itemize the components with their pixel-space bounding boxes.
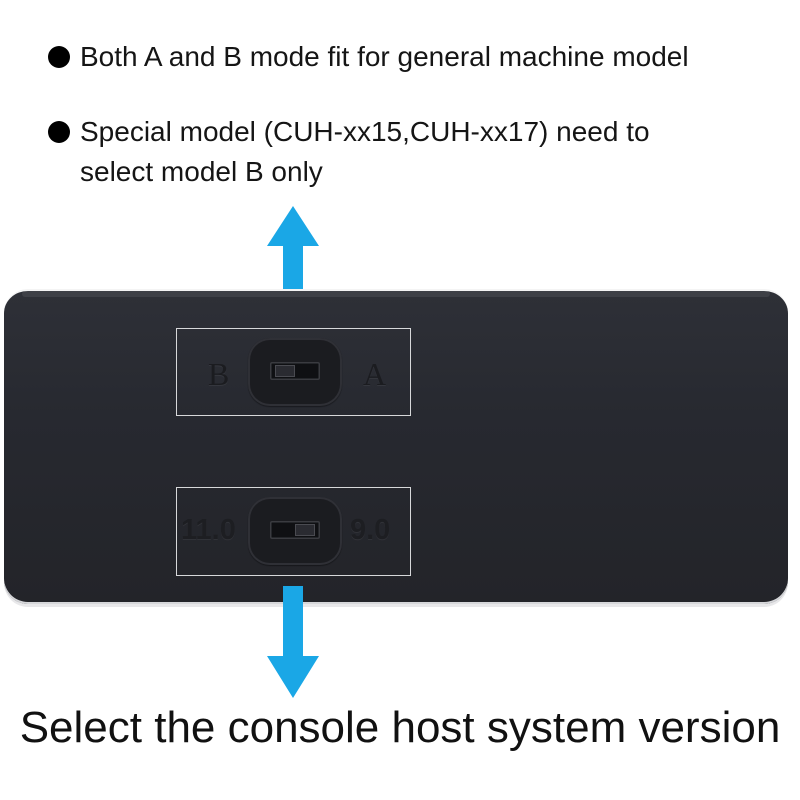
mode-switch-outline: [176, 328, 411, 416]
version-switch-slot: [270, 521, 320, 539]
arrow-up-icon: [267, 206, 319, 316]
caption-select-system-version: Select the console host system version: [19, 703, 781, 752]
version-switch[interactable]: [248, 497, 342, 565]
mode-switch-knob[interactable]: [275, 365, 295, 377]
mode-switch[interactable]: [248, 338, 342, 406]
bullet-dot-icon: [48, 46, 70, 68]
mode-switch-label-a: A: [363, 356, 387, 392]
version-switch-label-9: 9.0: [350, 514, 391, 546]
switch-device-body: [4, 289, 788, 604]
bullet-dot-icon: [48, 121, 70, 143]
version-switch-label-11: 11.0: [181, 514, 236, 546]
version-switch-outline: [176, 487, 411, 576]
mode-switch-label-b: B: [208, 356, 230, 392]
mode-switch-slot: [270, 362, 320, 380]
note-special-models-line1: Special model (CUH-xx15,CUH-xx17) need t…: [80, 116, 650, 147]
arrow-down-icon: [267, 586, 319, 698]
note-general-models-text: Both A and B mode fit for general machin…: [80, 41, 689, 72]
note-special-models-line2: select model B only: [80, 156, 323, 187]
device-sheen: [22, 291, 770, 297]
note-general-models: Both A and B mode fit for general machin…: [48, 37, 689, 77]
version-switch-knob[interactable]: [295, 524, 315, 536]
note-special-models: Special model (CUH-xx15,CUH-xx17) need t…: [48, 112, 768, 192]
